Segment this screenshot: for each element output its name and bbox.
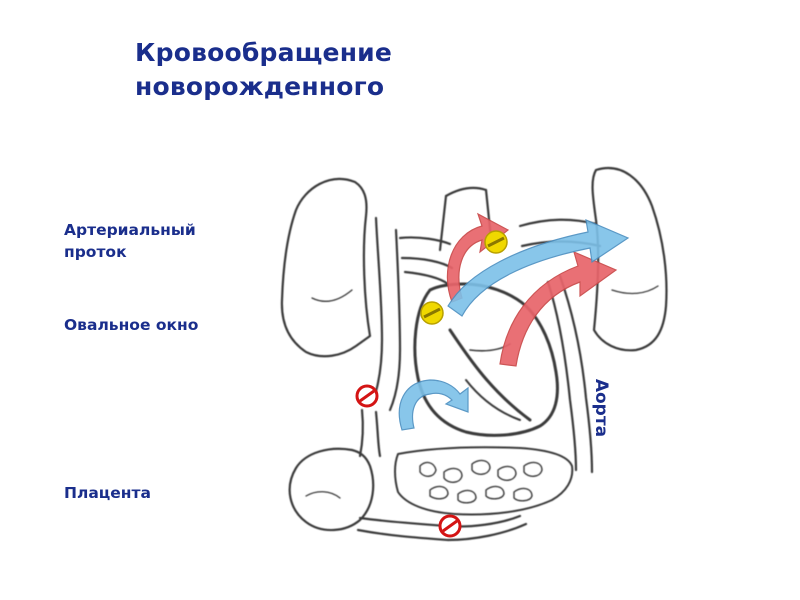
blue-arrow-atrium [398,379,469,431]
liver-outline [394,446,574,516]
deoxygenated-arrows [398,219,630,431]
label-oval-window: Овальное окно [64,316,199,334]
yellow-closing-circle-icon [484,230,508,254]
yellow-closing-circle-icon [420,301,444,325]
page-title: Кровообращение новорожденного [135,36,475,104]
label-arterial-duct: Артериальный проток [64,219,254,263]
right-lung [591,167,668,352]
aorta-vessel [546,280,578,472]
label-aorta: Аорта [591,378,612,438]
placenta-shape [288,447,375,532]
red-arrow-aorta [499,250,618,367]
left-lung [280,177,372,358]
title-line-1: Кровообращение [135,38,393,67]
red-no-entry-icon [438,514,462,538]
red-no-entry-icon [355,384,379,408]
title-line-2: новорожденного [135,72,385,101]
label-placenta: Плацента [64,484,151,502]
blue-arrow-pulmonary [447,219,630,317]
label-arterial-duct-line-2: проток [64,243,127,261]
sketch-drawing [280,167,668,542]
label-arterial-duct-line-1: Артериальный [64,221,196,239]
